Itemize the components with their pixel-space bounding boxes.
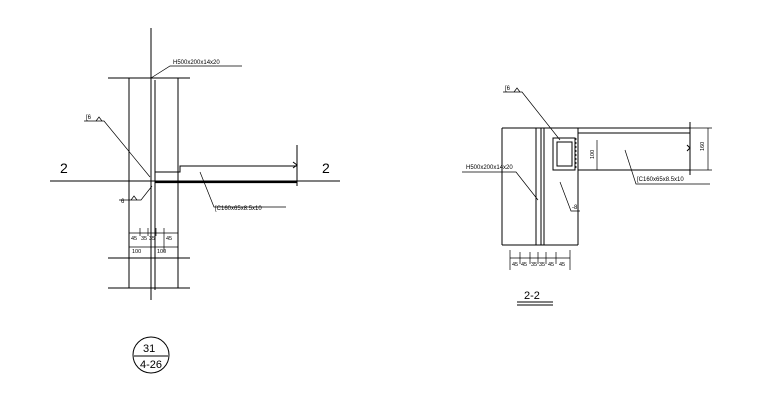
- weld-leader: [503, 91, 561, 141]
- dim-bottom-3: 35: [531, 262, 537, 268]
- detail-number: 31: [143, 343, 155, 355]
- weld-label: [6: [505, 86, 511, 92]
- dim-bottom-4: 35: [539, 262, 545, 268]
- dim-top-2: 35: [141, 236, 147, 242]
- channel-top-outline: [155, 165, 297, 173]
- section-title: 2-2: [524, 290, 540, 302]
- plate-label-leader: [559, 181, 580, 212]
- channel-label-leader: [624, 149, 710, 185]
- dim-bottom-2: 45: [521, 262, 527, 268]
- dim-top-4: 45: [166, 236, 172, 242]
- weld-leader-bottom: [119, 185, 153, 201]
- section-mark-right: 2: [322, 160, 330, 176]
- weld-symbol: [95, 116, 103, 122]
- dim-bottom-5: 45: [548, 262, 554, 268]
- weld-symbol: [513, 87, 521, 93]
- column-label-leader: [462, 171, 539, 201]
- left-plan-view: 2 2 H500x200x14x20 [6 6 [C160x65x8.5x10 …: [50, 28, 340, 300]
- dim-bottom-1: 45: [512, 262, 518, 268]
- weld-label: [6: [86, 115, 92, 121]
- depth-dim: 160: [700, 142, 706, 151]
- dim-bottom-1: 100: [132, 249, 141, 255]
- channel-end: [552, 137, 576, 171]
- inner-dim: 100: [590, 150, 596, 159]
- channel-label-leader: [199, 171, 286, 208]
- dim-top-1: 45: [131, 236, 137, 242]
- weld-leader: [84, 120, 151, 178]
- dim-top-3: 35: [149, 236, 155, 242]
- detail-sheet: 4-26: [140, 359, 162, 371]
- dim-bottom-6: 45: [559, 262, 565, 268]
- section-mark-left: 2: [60, 160, 68, 176]
- channel-label: [C160x65x8.5x10: [215, 206, 262, 212]
- right-section-view: [6 H500x200x14x20 -8 [C160x65x8.5x10 160…: [462, 86, 712, 306]
- column-label: H500x200x14x20: [466, 165, 513, 171]
- plate-label: -8: [572, 205, 578, 211]
- break-mark: [292, 161, 298, 169]
- break-mark: [686, 144, 691, 152]
- weld-label-bottom: 6: [121, 199, 125, 205]
- weld-symbol-bottom: [130, 195, 138, 201]
- column-label: H500x200x14x20: [173, 60, 220, 66]
- column-label-leader: [150, 65, 242, 79]
- channel-inner: [556, 141, 573, 167]
- channel-label: [C160x65x8.5x10: [637, 177, 684, 183]
- detail-circle: [132, 336, 170, 374]
- detail-reference: 31 4-26: [132, 336, 170, 374]
- dim-bottom-2: 100: [157, 249, 166, 255]
